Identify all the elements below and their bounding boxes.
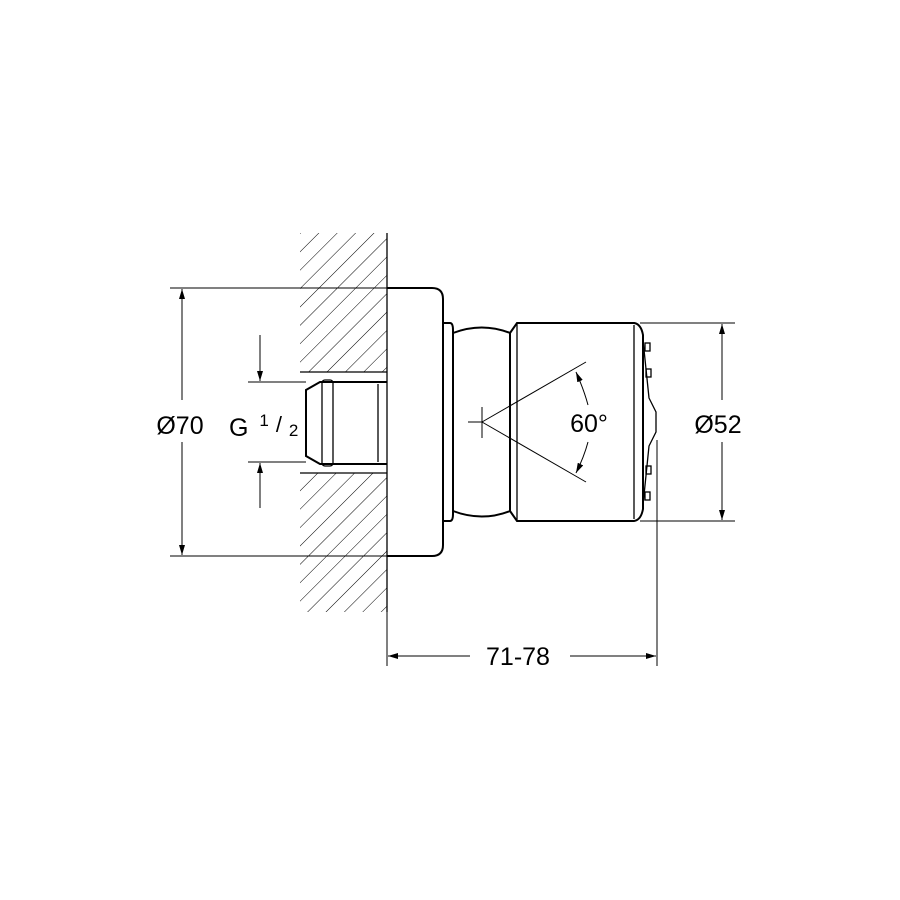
head-diameter-label: Ø52 xyxy=(694,411,741,439)
thread-denominator: 2 xyxy=(289,421,298,440)
thread-prefix: G xyxy=(229,414,248,442)
flange-diameter-dimension: Ø70 xyxy=(156,287,387,557)
thread-numerator: 1 xyxy=(259,411,268,430)
spray-angle-label: 60° xyxy=(570,410,608,438)
jet-head xyxy=(509,322,657,522)
wall-section xyxy=(300,233,388,612)
flange-diameter-label: Ø70 xyxy=(156,412,203,440)
projection-dimension: 71-78 xyxy=(386,440,658,671)
flange xyxy=(387,287,444,557)
neck xyxy=(443,322,454,522)
thread-slash: / xyxy=(276,412,283,437)
svg-text:G 1 / 2: G 1 / 2 xyxy=(229,404,298,442)
thread-nipple xyxy=(305,379,387,467)
thread-dimension: G 1 / 2 xyxy=(229,335,306,508)
projection-label: 71-78 xyxy=(486,643,550,671)
ball-joint xyxy=(452,326,511,518)
head-diameter-dimension: Ø52 xyxy=(640,322,742,522)
spray-angle: 60° xyxy=(468,361,608,483)
